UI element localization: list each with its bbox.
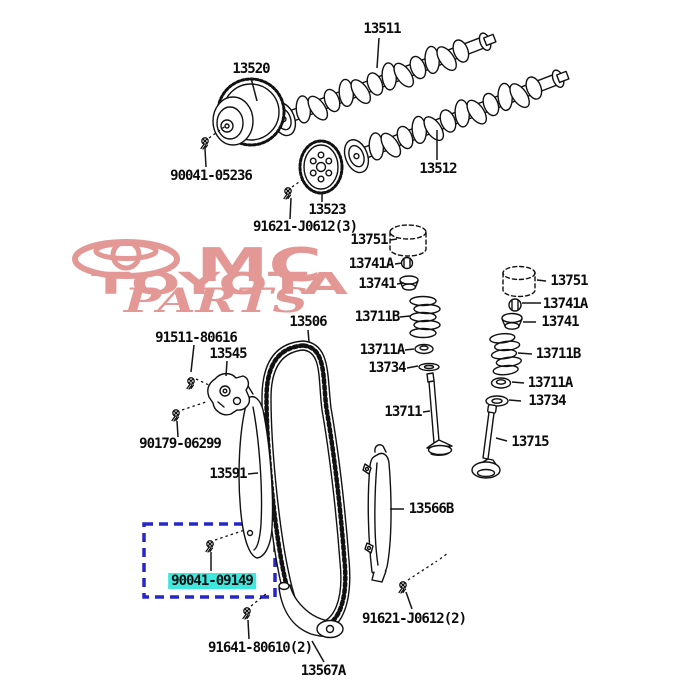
part-label-13734: 13734 xyxy=(528,393,566,409)
timing-gear-13520-drawing xyxy=(212,77,286,147)
watermark-mc: MC xyxy=(196,238,322,292)
part-label-13751: 13751 xyxy=(550,273,588,289)
valve-seal-13734-left-drawing xyxy=(418,362,440,372)
part-label-91511-80616: 91511-80616 xyxy=(155,330,238,346)
retainer-lock-13741A-right-drawing xyxy=(508,298,522,312)
part-label-13711: 13711 xyxy=(384,404,422,420)
part-label-13566B: 13566B xyxy=(408,501,455,517)
watermark: MC TOYOTA PARTS xyxy=(72,238,349,321)
part-label-91621-J0612(3): 91621-J0612(3) xyxy=(252,219,358,235)
spring-retainer-13741-left-drawing xyxy=(399,275,419,291)
valve-spring-13711B-right-drawing xyxy=(489,332,522,376)
intake-valve-13711-drawing xyxy=(426,372,453,456)
part-label-13741: 13741 xyxy=(541,314,579,330)
part-label-13741A: 13741A xyxy=(542,296,589,312)
part-label-90179-06299: 90179-06299 xyxy=(139,436,222,452)
watermark-toyota: TOYOTA xyxy=(91,267,349,302)
valve-lifter-13751-right-drawing xyxy=(502,265,536,298)
part-label-13511: 13511 xyxy=(363,21,401,37)
part-label-90041-05236: 90041-05236 xyxy=(170,168,253,184)
part-label-13506: 13506 xyxy=(289,314,327,330)
valve-spring-13711B-left-drawing xyxy=(409,295,441,339)
part-label-13545: 13545 xyxy=(209,346,247,362)
part-label-13591: 13591 xyxy=(209,466,247,482)
watermark-parts: PARTS xyxy=(123,281,308,321)
part-label-13741: 13741 xyxy=(358,276,396,292)
part-label-91641-80610(2): 91641-80610(2) xyxy=(207,640,313,656)
part-label-13734: 13734 xyxy=(368,360,406,376)
selection-box xyxy=(142,522,277,599)
spring-seat-13711A-right-drawing xyxy=(490,377,512,389)
chain-tensioner-13545-drawing xyxy=(207,372,251,416)
leader-lines xyxy=(176,37,547,663)
part-label-13711A: 13711A xyxy=(527,375,574,391)
toyota-logo-icon xyxy=(72,239,180,279)
part-label-90041-09149: 90041-09149 xyxy=(168,573,256,589)
part-label-13741A: 13741A xyxy=(348,256,395,272)
part-label-13711B: 13711B xyxy=(354,309,401,325)
part-label-13512: 13512 xyxy=(419,161,457,177)
part-label-13711B: 13711B xyxy=(535,346,582,362)
part-label-13567A: 13567A xyxy=(300,663,347,679)
spring-seat-13711A-left-drawing xyxy=(414,343,434,355)
oil-pipe-13567A-drawing xyxy=(278,581,344,639)
part-label-13715: 13715 xyxy=(511,434,549,450)
part-label-13523: 13523 xyxy=(308,202,346,218)
valve-lifter-13751-left-drawing xyxy=(389,224,427,257)
part-label-13751: 13751 xyxy=(350,232,388,248)
exhaust-valve-13715-drawing xyxy=(471,404,501,479)
part-label-91621-J0612(2): 91621-J0612(2) xyxy=(361,611,467,627)
chain-damper-13566B-drawing xyxy=(362,444,392,583)
dotted-lines xyxy=(181,124,449,607)
spring-retainer-13741-right-drawing xyxy=(501,312,523,330)
part-label-13711A: 13711A xyxy=(359,342,406,358)
part-label-13520: 13520 xyxy=(232,61,270,77)
camshaft-sprocket-13523-drawing xyxy=(298,139,344,195)
washer-13734-right-drawing xyxy=(485,395,509,407)
